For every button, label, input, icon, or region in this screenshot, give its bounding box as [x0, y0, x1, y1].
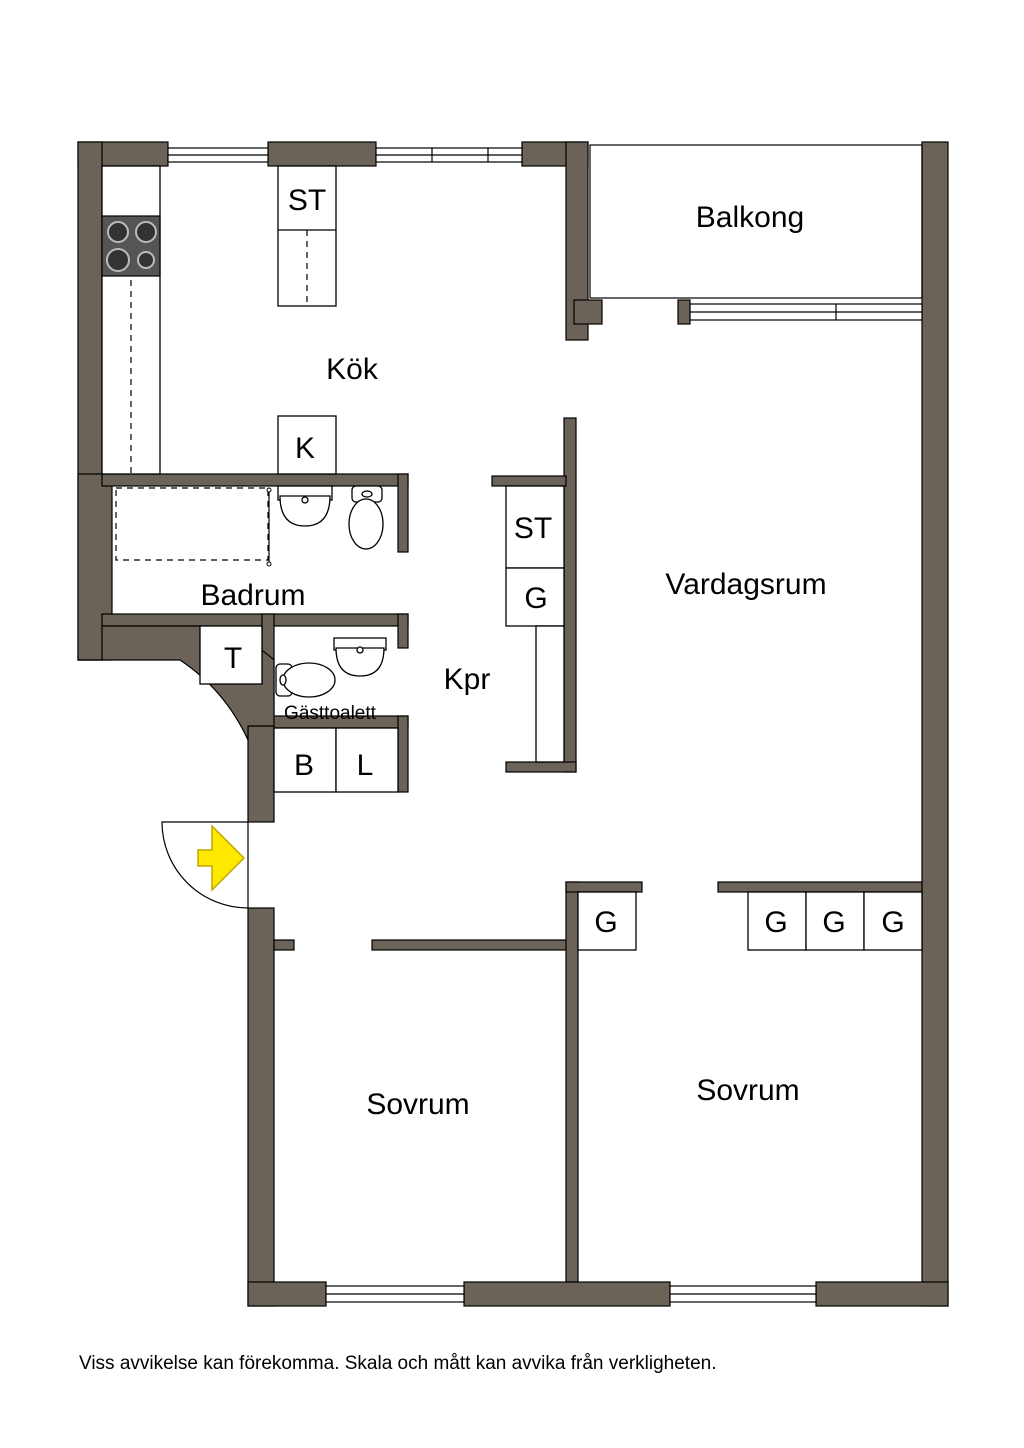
room-label-balkong: Balkong	[696, 201, 804, 234]
wall-badrum-bottom	[101, 613, 409, 627]
label-hall-st: ST	[514, 512, 552, 545]
window-vardagsrum	[689, 303, 923, 321]
wall-hall-divider	[563, 417, 577, 773]
wall-balcony-foot	[573, 299, 603, 325]
room-label-badrum: Badrum	[200, 579, 305, 612]
label-hall-g: G	[524, 582, 547, 615]
wall-badrum-top	[101, 473, 409, 487]
wall-bedroom-top	[371, 939, 577, 951]
label-kitchen-st: ST	[288, 184, 326, 217]
room-label-kok: Kök	[326, 353, 379, 386]
label-t: T	[224, 642, 242, 675]
badrum-fixtures	[115, 485, 384, 567]
bedroom-wardrobes	[577, 891, 923, 951]
wall-badrum-east	[397, 473, 409, 553]
wall-wc-east-top	[397, 613, 409, 649]
toilet-icon	[275, 662, 336, 698]
wall-bl-east	[397, 715, 409, 793]
window-kitchen-1	[167, 147, 269, 163]
windows	[167, 147, 923, 1303]
sink-icon	[277, 485, 333, 527]
wall-g-top-left	[565, 881, 643, 893]
walls	[77, 141, 949, 1307]
label-b: B	[294, 749, 314, 782]
label-bedroom-right-g3: G	[881, 906, 904, 939]
wc-fixtures	[275, 637, 387, 698]
wall-bottom-right	[815, 1281, 949, 1307]
room-labels: Kök Balkong Badrum Kpr Vardagsrum Gästto…	[200, 201, 826, 1121]
wall-bedroom-divider	[565, 881, 579, 1283]
bathtub	[115, 487, 269, 561]
hall-cabinets	[505, 485, 565, 763]
entrance-arrow-icon	[197, 824, 246, 892]
wall-balcony-bottom-left	[677, 299, 691, 325]
wall-lower-left	[247, 907, 275, 1307]
label-bedroom-left-g: G	[594, 906, 617, 939]
t-closet	[199, 625, 263, 685]
wall-hall-bottom	[505, 761, 577, 773]
entrance-door[interactable]	[161, 821, 249, 909]
room-label-gasttoalett: Gästtoalett	[284, 703, 377, 724]
wall-hall-st-top	[491, 475, 567, 487]
room-label-vardagsrum: Vardagsrum	[665, 568, 826, 601]
wall-g-top-right	[717, 881, 923, 893]
wall-top-mid	[267, 141, 377, 167]
label-kitchen-k: K	[295, 432, 315, 465]
wall-bottom-left	[247, 1281, 327, 1307]
kitchen-fixtures	[101, 165, 337, 475]
disclaimer-text: Viss avvikelse kan förekomma. Skala och …	[79, 1353, 717, 1374]
window-sovrum-left	[325, 1285, 465, 1303]
toilet-icon	[348, 485, 384, 550]
room-label-kpr: Kpr	[444, 663, 491, 696]
sink-icon	[333, 637, 387, 677]
wall-right	[921, 141, 949, 1307]
window-sovrum-right	[669, 1285, 817, 1303]
wall-entry-left	[247, 725, 275, 823]
label-bedroom-right-g2: G	[822, 906, 845, 939]
bl-cabinets	[273, 727, 399, 793]
balcony	[589, 144, 923, 299]
wall-bottom-mid	[463, 1281, 671, 1307]
label-l: L	[357, 749, 374, 782]
room-label-sovrum-right: Sovrum	[696, 1074, 799, 1107]
wall-bedroom-stub	[273, 939, 295, 951]
room-label-sovrum-left: Sovrum	[366, 1088, 469, 1121]
window-kitchen-2	[375, 147, 523, 163]
label-bedroom-right-g1: G	[764, 906, 787, 939]
stove-icon	[101, 215, 161, 277]
kitchen-k-cabinet	[277, 415, 337, 475]
cabinet-labels: ST K ST G T B L G G G G	[224, 184, 905, 939]
wall-kitchen-east	[565, 141, 589, 341]
